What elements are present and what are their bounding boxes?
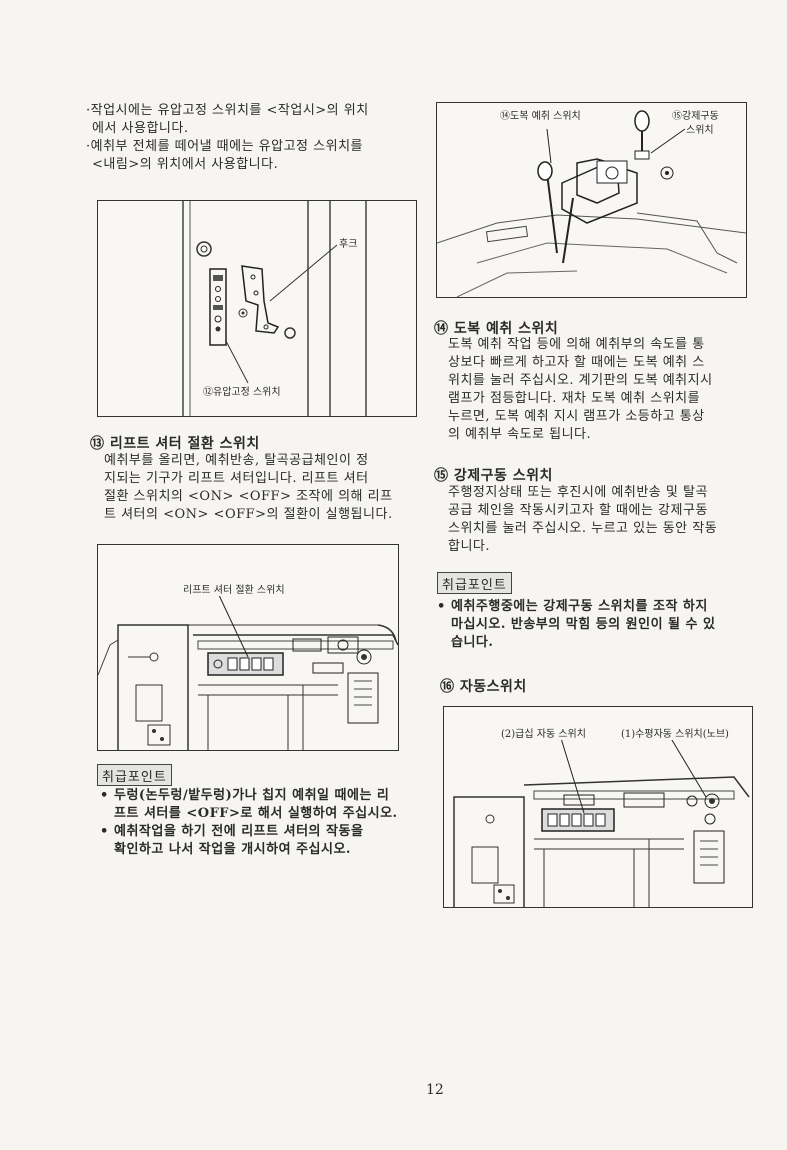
list-item: 예취작업을 하기 전에 리프트 셔터의 작동을 확인하고 나서 작업을 개시하여… — [100, 823, 420, 859]
auto-feed-switch-label: (2)급십 자동 스위치 — [500, 725, 587, 740]
auto-switch-panel-drawing — [453, 734, 750, 907]
figure-lever-switches: ⑭도복 예취 스위치 ⑮강제구동 스위치 — [436, 102, 747, 298]
hydraulic-switch-label: ⑫유압고정 스위치 — [202, 383, 282, 398]
section-15-body: 주행정지상태 또는 후진시에 예취반송 및 탈곡 공급 체인을 작동시키고자 할… — [448, 484, 768, 556]
list-item: 예취주행중에는 강제구동 스위치를 조작 하지 마십시오. 반송부의 막힘 등의… — [437, 598, 767, 652]
forced-drive-label-1: ⑮강제구동 — [671, 107, 720, 122]
handling-point-tag-left: 취급포인트 — [97, 764, 172, 786]
intro-text: ·작업시에는 유압고정 스위치를 <작업시>의 위치 에서 사용합니다. ·예취… — [86, 102, 416, 174]
forced-drive-label-2: 스위치 — [685, 121, 715, 136]
section-15-heading: ⑮ 강제구동 스위치 — [434, 468, 553, 484]
body-line: 위치를 눌러 주십시오. 계기판의 도복 예취지시 — [448, 373, 713, 388]
section-14-body: 도복 예취 작업 등에 의해 예취부의 속도를 통 상보다 빠르게 하고자 할 … — [448, 336, 768, 444]
lift-shutter-switch-label: 리프트 셔터 절환 스위치 — [182, 581, 286, 596]
section-16-heading: ⑯ 자동스위치 — [440, 679, 527, 695]
bullet-line: 예취작업을 하기 전에 리프트 셔터의 작동을 — [114, 824, 364, 839]
bullet-line: 예취주행중에는 강제구동 스위치를 조작 하지 — [451, 599, 708, 614]
bullet-line: 습니다. — [451, 635, 494, 650]
figure-auto-switches: (2)급십 자동 스위치 (1)수평자동 스위치(노브) — [443, 706, 753, 908]
body-line: 램프가 점등합니다. 재차 도복 예취 스위치를 — [448, 391, 701, 406]
intro-line: ·작업시에는 유압고정 스위치를 <작업시>의 위치 — [86, 103, 369, 118]
body-line: 공급 체인을 작동시키고자 할 때에는 강제구동 — [448, 503, 708, 518]
section-13-body: 예취부를 올리면, 예취반송, 탈곡공급체인이 정 지되는 기구가 리프트 셔터… — [104, 452, 424, 524]
figure-lift-shutter-switch: 리프트 셔터 절환 스위치 — [97, 544, 399, 751]
body-line: 의 예취부 속도로 됩니다. — [448, 427, 592, 442]
bullet-line: 마십시오. 반송부의 막힘 등의 원인이 될 수 있 — [451, 617, 716, 632]
handling-point-label: 취급포인트 — [97, 764, 172, 786]
handling-point-label: 취급포인트 — [437, 572, 512, 594]
lift-shutter-panel-drawing — [98, 592, 398, 750]
hydraulic-panel-drawing — [182, 201, 367, 416]
lodged-harvest-switch-label: ⑭도복 예취 스위치 — [499, 107, 582, 122]
body-line: 상보다 빠르게 하고자 할 때에는 도복 예취 스 — [448, 355, 705, 370]
page-number: 12 — [426, 1082, 444, 1098]
body-line: 트 셔터의 <ON> <OFF>의 절환이 실행됩니다. — [104, 507, 393, 522]
intro-line: ·예취부 전체를 떼어낼 때에는 유압고정 스위치를 — [86, 139, 363, 154]
list-item: 두렁(논두렁/밭두렁)가나 칩지 예취일 때에는 리 프트 셔터를 <OFF>로… — [100, 787, 420, 823]
figure-hydraulic-lock-switch: 후크 ⑫유압고정 스위치 — [97, 200, 417, 417]
auto-level-switch-label: (1)수평자동 스위치(노브) — [620, 725, 730, 740]
section-14-heading: ⑭ 도복 예취 스위치 — [434, 321, 559, 337]
body-line: 지되는 기구가 리프트 셔터입니다. 리프트 셔터 — [104, 471, 369, 486]
bullet-line: 프트 셔터를 <OFF>로 해서 실행하여 주십시오. — [114, 806, 398, 821]
handling-point-tag-right: 취급포인트 — [437, 572, 512, 594]
body-line: 스위치를 눌러 주십시오. 누르고 있는 동안 작동 — [448, 521, 718, 536]
bullet-line: 두렁(논두렁/밭두렁)가나 칩지 예취일 때에는 리 — [114, 788, 390, 803]
body-line: 주행정지상태 또는 후진시에 예취반송 및 탈곡 — [448, 485, 708, 500]
handling-point-list-right: 예취주행중에는 강제구동 스위치를 조작 하지 마십시오. 반송부의 막힘 등의… — [437, 598, 767, 652]
section-13-heading: ⑬ 리프트 셔터 절환 스위치 — [90, 436, 260, 452]
lever-drawing — [437, 110, 746, 297]
body-line: 누르면, 도복 예취 지시 램프가 소등하고 통상 — [448, 409, 705, 424]
body-line: 예취부를 올리면, 예취반송, 탈곡공급체인이 정 — [104, 453, 369, 468]
body-line: 합니다. — [448, 539, 491, 554]
bullet-line: 확인하고 나서 작업을 개시하여 주십시오. — [114, 842, 351, 857]
intro-line: <내림>의 위치에서 사용합니다. — [92, 157, 279, 172]
intro-line: 에서 사용합니다. — [92, 121, 189, 136]
body-line: 절환 스위치의 <ON> <OFF> 조작에 의해 리프 — [104, 489, 393, 504]
hook-label: 후크 — [338, 235, 359, 250]
body-line: 도복 예취 작업 등에 의해 예취부의 속도를 통 — [448, 337, 705, 352]
handling-point-list-left: 두렁(논두렁/밭두렁)가나 칩지 예취일 때에는 리 프트 셔터를 <OFF>로… — [100, 787, 420, 859]
